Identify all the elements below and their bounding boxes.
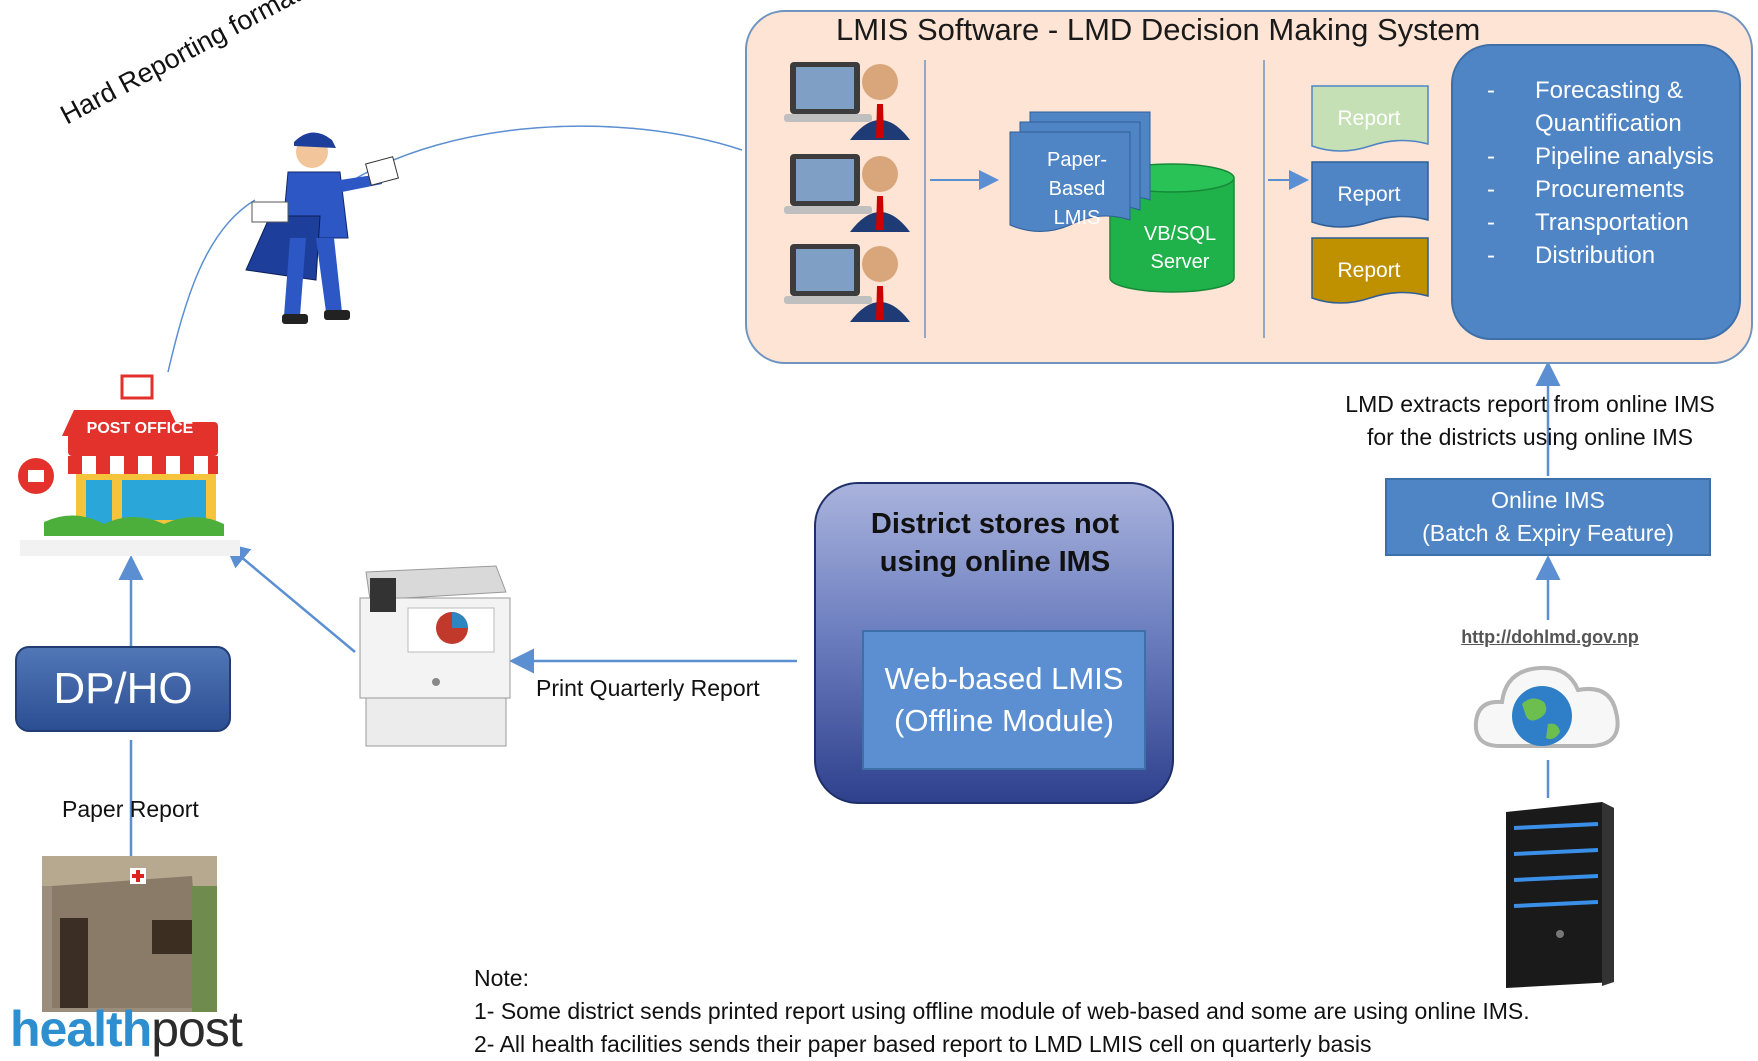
report-shape bbox=[1311, 161, 1429, 228]
function-item: Transportation bbox=[1487, 206, 1729, 239]
note-block: Note: 1- Some district sends printed rep… bbox=[474, 962, 1530, 1061]
function-item: Distribution bbox=[1487, 239, 1729, 272]
functions-box: Forecasting & Quantification Pipeline an… bbox=[1451, 44, 1741, 340]
print-report-label: Print Quarterly Report bbox=[536, 675, 760, 701]
post-office-label: POST OFFICE bbox=[86, 420, 194, 437]
report-shape bbox=[1311, 85, 1429, 152]
note-line-2: 2- All health facilities sends their pap… bbox=[474, 1031, 1372, 1057]
health-post-photo bbox=[42, 856, 217, 1012]
report-label-2: Report bbox=[1337, 183, 1401, 206]
postman-icon bbox=[245, 132, 399, 324]
note-line-1: 1- Some district sends printed report us… bbox=[474, 998, 1530, 1024]
report-label-3: Report bbox=[1337, 259, 1401, 282]
printer-icon bbox=[359, 565, 511, 747]
user-computer-icon bbox=[784, 244, 910, 322]
server-icon bbox=[1506, 802, 1614, 988]
dpho-box: DP/HO bbox=[15, 646, 231, 732]
database-label: VB/SQL Server bbox=[1143, 223, 1217, 273]
post-office-icon bbox=[18, 374, 240, 556]
curve-postman-to-lmis bbox=[349, 125, 743, 183]
district-stores-title: District stores not using online IMS bbox=[870, 508, 1120, 578]
cloud-globe-icon bbox=[1473, 665, 1620, 748]
function-item: Forecasting & Quantification bbox=[1487, 74, 1729, 140]
function-item: Pipeline analysis bbox=[1487, 140, 1729, 173]
lmis-internal-graphics bbox=[784, 60, 1429, 338]
user-computer-icon bbox=[784, 154, 910, 232]
note-heading: Note: bbox=[474, 965, 529, 991]
online-ims-box: Online IMS (Batch & Expiry Feature) bbox=[1385, 478, 1711, 556]
paper-lmis-label: Paper- Based LMIS bbox=[1046, 149, 1108, 229]
extract-label: LMD extracts report from online IMS for … bbox=[1345, 391, 1715, 450]
paper-document-stack-icon bbox=[1009, 111, 1151, 232]
function-item: Procurements bbox=[1487, 173, 1729, 206]
paper-report-label: Paper Report bbox=[62, 796, 199, 822]
arrow-printer-to-postoffice bbox=[224, 542, 356, 653]
website-url[interactable]: http://dohlmd.gov.np bbox=[1461, 627, 1639, 647]
web-lmis-box: Web-based LMIS (Offline Module) bbox=[862, 630, 1146, 770]
lmis-title: LMIS Software - LMD Decision Making Syst… bbox=[836, 12, 1481, 47]
user-computer-icon bbox=[784, 62, 910, 140]
report-shape bbox=[1311, 237, 1429, 304]
healthpost-logo: healthpost bbox=[10, 1001, 243, 1057]
curve-postoffice-to-postman bbox=[167, 199, 256, 373]
report-label-1: Report bbox=[1337, 107, 1401, 130]
